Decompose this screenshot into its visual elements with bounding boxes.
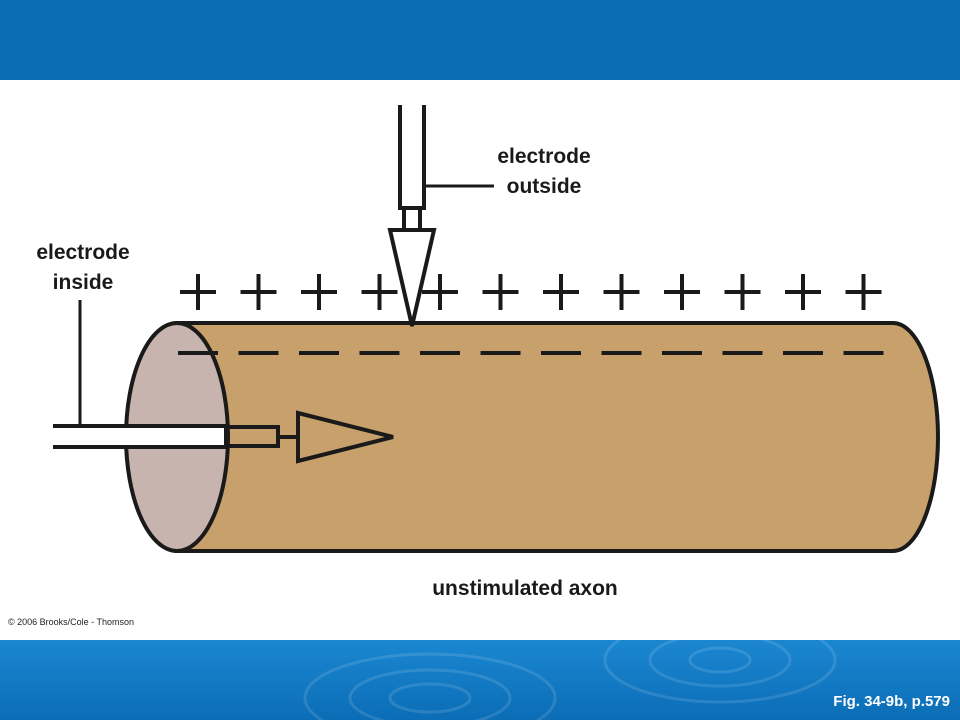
inside-electrode-tube [53,410,394,464]
plus-sign [785,274,821,310]
plus-sign [724,274,761,310]
plus-sign [482,274,519,310]
ripple-decoration [303,640,837,720]
electrode-inside-line2: inside [52,271,114,294]
axon-body [175,321,940,553]
plus-sign [664,274,700,310]
axon-caption: unstimulated axon [432,577,618,600]
figure-reference: Fig. 34-9b, p.579 [833,693,950,710]
plus-sign [422,274,458,310]
axon-diagram [53,105,940,553]
outside-electrode [387,105,437,327]
footer-band [0,640,960,720]
copyright-credit: © 2006 Brooks/Cole - Thomson [8,617,135,627]
electrode-outside-label: electrode outside [488,142,600,202]
plus-sign [603,274,640,310]
plus-sign [301,274,337,310]
plus-sign [361,274,398,310]
inside-electrode-tip [296,410,394,464]
plus-sign [543,274,579,310]
electrode-outside-line1: electrode [497,145,591,168]
outside-electrode-tip [387,228,437,327]
electrode-inside-line1: electrode [36,241,130,264]
plus-sign [180,274,216,310]
outside-charge-row [180,274,882,310]
electrode-outside-line2: outside [506,175,582,198]
electrode-inside-label: electrode inside [27,238,139,298]
header-band [0,0,960,80]
plus-sign [240,274,277,310]
plus-sign [845,274,882,310]
